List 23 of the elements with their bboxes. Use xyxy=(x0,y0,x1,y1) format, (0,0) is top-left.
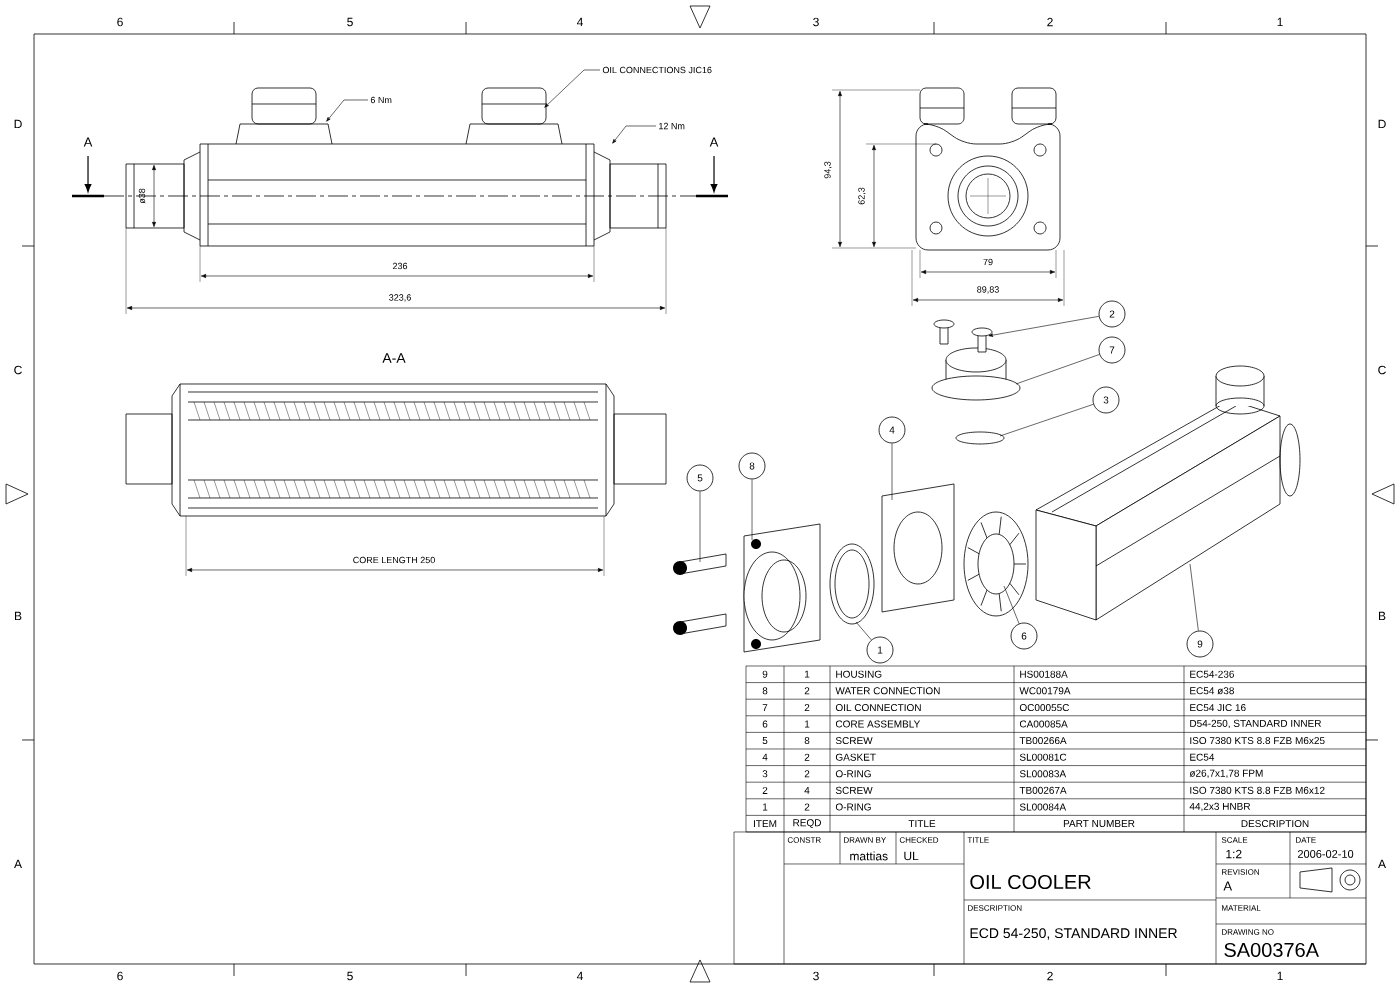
leader-line xyxy=(326,99,369,122)
leader-line xyxy=(699,491,701,563)
o-ring-drawing xyxy=(829,543,875,625)
leader-line xyxy=(544,69,601,108)
housing-drawing xyxy=(1035,365,1301,621)
core-drawing xyxy=(963,511,1029,617)
water-connection-drawing xyxy=(743,523,821,653)
title-block-text: OIL COOLER xyxy=(970,874,1091,890)
leader-line xyxy=(1003,585,1020,624)
title-block-text: SA00376A xyxy=(1224,942,1319,958)
leader-line xyxy=(891,443,893,501)
gasket-drawing xyxy=(881,483,955,613)
screw-drawing xyxy=(673,553,727,575)
leader-line xyxy=(855,621,872,641)
oil-connection-drawing xyxy=(931,347,1021,401)
leader-line xyxy=(1015,354,1100,385)
leader-line xyxy=(999,404,1094,437)
screw-drawing xyxy=(971,327,993,353)
leader-line xyxy=(1189,563,1199,631)
o-ring-drawing xyxy=(955,431,1005,445)
leader-line xyxy=(751,479,753,541)
leader-line xyxy=(988,316,1100,337)
leader-line xyxy=(612,125,657,144)
